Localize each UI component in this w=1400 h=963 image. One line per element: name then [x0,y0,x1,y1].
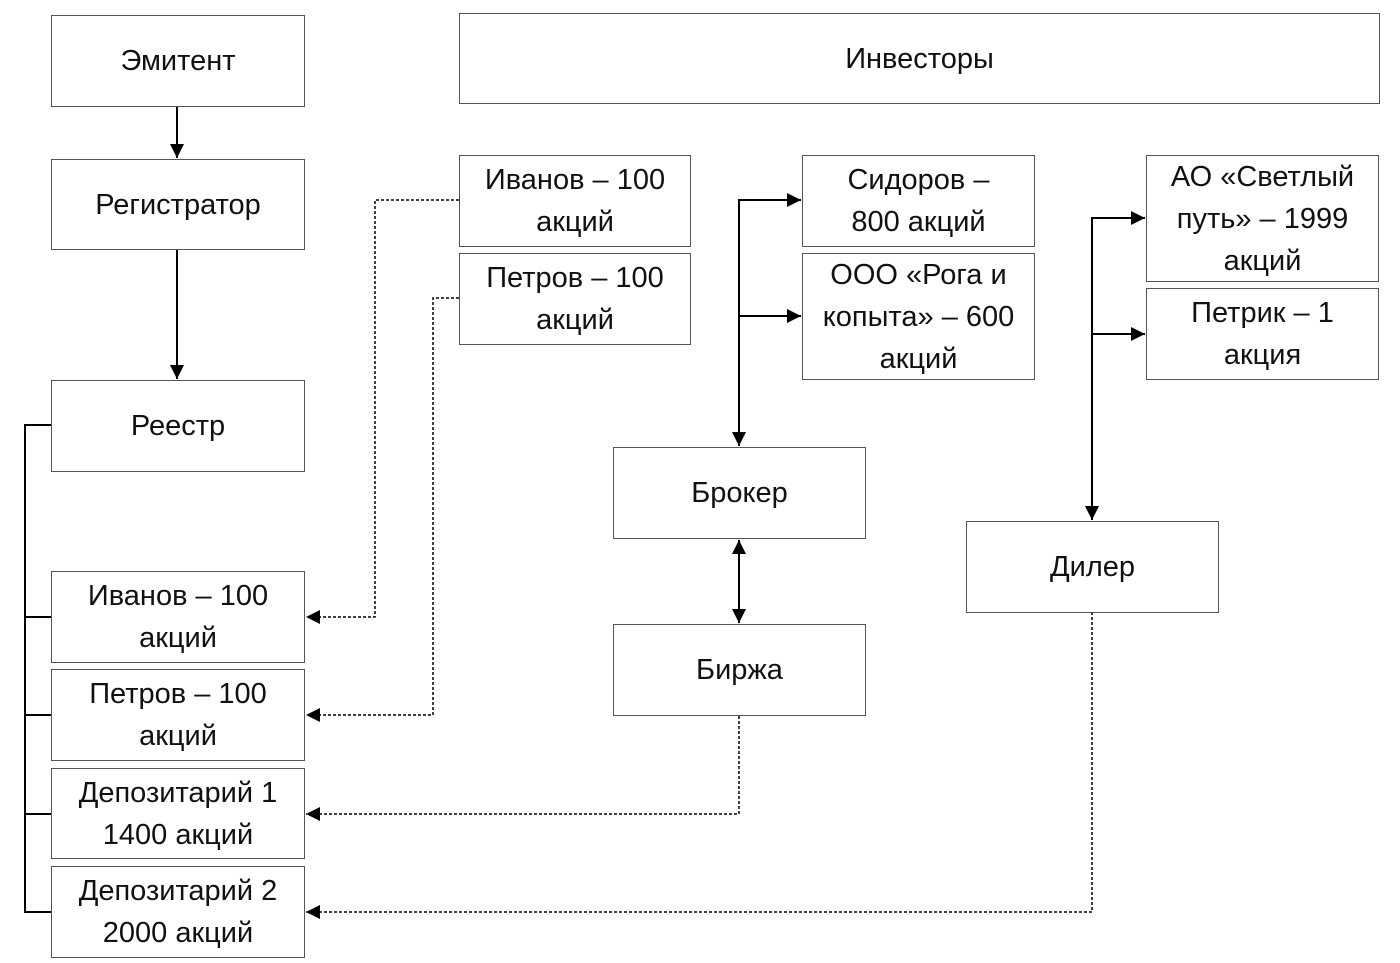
node-issuer: Эмитент [51,15,305,107]
node-investor-petrov: Петров – 100 акций [459,253,691,345]
node-registrar-label: Регистратор [95,188,261,221]
node-client-roga: ООО «Рога и копыта» – 600 акций [802,253,1035,380]
node-client-sidorov-label: Сидоров – 800 акций [847,164,990,238]
node-depository-2-label: Депозитарий 2 2000 акций [78,875,278,949]
node-registry-ivanov-label: Иванов – 100 акций [87,580,269,654]
node-depository-1: Депозитарий 1 1400 акций [51,768,305,859]
node-broker-label: Брокер [691,477,788,509]
edge-registry-bracket [24,424,52,913]
node-broker: Брокер [613,447,866,539]
node-dealer: Дилер [966,521,1219,613]
node-registry: Реестр [51,380,305,472]
node-client-svetly: АО «Светлый путь» – 1999 акций [1146,155,1379,282]
node-investor-petrov-label: Петров – 100 акций [486,262,664,336]
node-client-petrik-label: Петрик – 1 акция [1191,297,1334,371]
node-investor-ivanov: Иванов – 100 акций [459,155,691,247]
node-issuer-label: Эмитент [120,45,236,77]
node-client-sidorov: Сидоров – 800 акций [802,155,1035,247]
node-registry-label: Реестр [130,410,226,442]
node-dealer-label: Дилер [1049,551,1136,583]
node-investors-label: Инвесторы [845,42,994,75]
edge-petrov-dotted [306,297,459,722]
node-client-roga-label: ООО «Рога и копыта» – 600 акций [822,258,1015,375]
node-exchange-label: Биржа [696,654,783,686]
edge-dealer-depository2-dotted [306,612,1093,919]
node-registry-petrov: Петров – 100 акций [51,669,305,761]
edge-exchange-depository1-dotted [306,716,740,821]
node-investor-ivanov-label: Иванов – 100 акций [484,164,666,238]
node-registry-petrov-label: Петров – 100 акций [89,678,267,752]
node-depository-2: Депозитарий 2 2000 акций [51,866,305,958]
node-investors: Инвесторы [459,13,1380,104]
node-registrar: Регистратор [51,159,305,250]
node-exchange: Биржа [613,624,866,716]
node-depository-1-label: Депозитарий 1 1400 акций [78,776,278,851]
node-client-petrik: Петрик – 1 акция [1146,288,1379,380]
edge-ivanov-dotted [306,199,459,624]
node-client-svetly-label: АО «Светлый путь» – 1999 акций [1170,160,1355,277]
node-registry-ivanov: Иванов – 100 акций [51,571,305,663]
